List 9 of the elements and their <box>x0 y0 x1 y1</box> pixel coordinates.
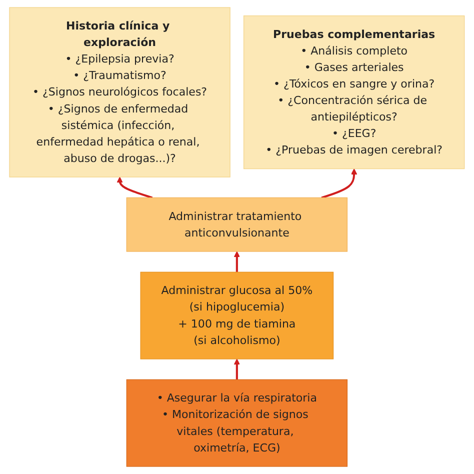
arrow <box>234 251 240 272</box>
node-box: Administrar tratamiento anticonvulsionante <box>126 197 348 252</box>
node-box: Historia clínica y exploración • ¿Epilepsia previa? • ¿Traumatismo? • ¿Signos neurológicos focales? • ¿Signos de enfermedad sistémica (infección, enfermedad hepática o renal, abuso de drogas...)? <box>9 7 230 178</box>
node-box: Pruebas complementarias • Análisis completo • Gases arteriales • ¿Tóxicos en sangre y orina? • ¿Concentración sérica de antiepilépticos? • ¿EEG? • ¿Pruebas de imagen cerebral? <box>244 15 465 170</box>
arrow <box>116 176 153 199</box>
node-box: • Asegurar la vía respiratoria • Monitorización de signos vitales (temperatura, oximetría, ECG) <box>126 379 348 467</box>
arrow <box>234 358 240 380</box>
node-box: Administrar glucosa al 50% (si hipoglucemia) + 100 mg de tiamina (si alcoholismo) <box>140 272 334 360</box>
arrow <box>321 168 358 199</box>
